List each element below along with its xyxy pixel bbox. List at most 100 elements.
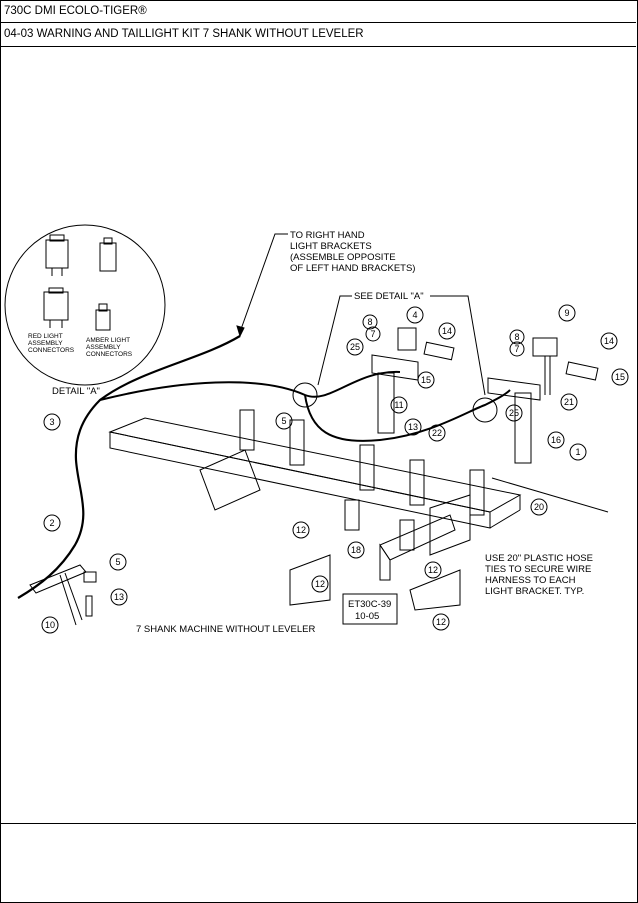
note-right-hand-3: (ASSEMBLE OPPOSITE: [290, 252, 396, 263]
connector-red-1: [45, 234, 69, 276]
footer-divider: [0, 823, 636, 824]
svg-text:12: 12: [436, 617, 446, 627]
connector-amber-1: [99, 237, 117, 272]
red-connector-label-3: CONNECTORS: [28, 347, 75, 354]
callout-22: [560, 393, 578, 411]
hose-note-3: HARNESS TO EACH: [485, 575, 576, 586]
svg-text:2: 2: [49, 518, 54, 528]
see-detail-a: SEE DETAIL "A": [354, 291, 424, 302]
svg-text:3: 3: [49, 417, 54, 427]
svg-text:8: 8: [367, 317, 372, 327]
callout-8-right: [509, 329, 525, 345]
connector-circle-left: [292, 382, 318, 408]
callout-13-left: [110, 588, 128, 606]
main-frame: [108, 417, 522, 556]
detail-a-caption: DETAIL "A": [52, 386, 100, 397]
connector-circle-right: [472, 397, 498, 423]
svg-text:7: 7: [514, 344, 519, 354]
callout-9: [558, 304, 576, 322]
page-title: 04-03 WARNING AND TAILLIGHT KIT 7 SHANK …: [0, 23, 636, 47]
svg-text:12: 12: [428, 565, 438, 575]
callout-group: 3 2 5 13 10 5 8 7 25 4 14 15 11 13 22 8 …: [41, 304, 629, 634]
callout-16: [547, 431, 565, 449]
callout-3: [43, 413, 61, 431]
svg-text:8: 8: [514, 332, 519, 342]
callout-14-right: [600, 332, 618, 350]
svg-text:5: 5: [115, 557, 120, 567]
callout-2: [43, 514, 61, 532]
drawing-number: ET30C-39: [348, 599, 391, 610]
hose-note-1: USE 20" PLASTIC HOSE: [485, 553, 593, 564]
svg-text:15: 15: [421, 375, 431, 385]
svg-text:9: 9: [564, 308, 569, 318]
callout-20: [530, 498, 548, 516]
callout-15-right: [611, 368, 629, 386]
callout-12-d: [432, 613, 450, 631]
callout-1: [569, 443, 587, 461]
leader-arrow: [236, 325, 245, 338]
callout-18: [347, 541, 365, 559]
callout-13-mid: [404, 418, 422, 436]
callout-21: [428, 424, 446, 442]
svg-text:14: 14: [442, 326, 452, 336]
svg-text:25: 25: [509, 408, 519, 418]
svg-text:21: 21: [564, 397, 574, 407]
right-light-bracket: [487, 337, 599, 464]
svg-text:13: 13: [408, 422, 418, 432]
svg-text:15: 15: [615, 372, 625, 382]
callout-10: [41, 616, 59, 634]
callout-5: [275, 412, 293, 430]
shank-arms: [289, 514, 461, 611]
svg-text:22: 22: [432, 428, 442, 438]
left-taillight-bar: [29, 564, 97, 626]
connector-red-2: [43, 287, 69, 328]
callout-7-right: [509, 341, 525, 357]
callout-12-a: [292, 521, 310, 539]
note-right-hand-4: OF LEFT HAND BRACKETS): [290, 263, 415, 274]
detail-leader-right: [430, 295, 486, 396]
hose-note-4: LIGHT BRACKET. TYP.: [485, 586, 584, 597]
svg-text:20: 20: [534, 502, 544, 512]
detail-leader-left: [317, 295, 352, 386]
callout-12-b: [311, 575, 329, 593]
amber-connector-label-1: AMBER LIGHT: [86, 337, 130, 344]
right-hand-leader: [239, 233, 288, 333]
amber-connector-label-3: CONNECTORS: [86, 351, 133, 358]
red-connector-label-2: ASSEMBLY: [28, 340, 63, 347]
svg-text:16: 16: [551, 435, 561, 445]
amber-connector-label-2: ASSEMBLY: [86, 344, 121, 351]
left-light-bracket: [371, 327, 455, 434]
callout-25-left: [346, 338, 364, 356]
wire-harness-main: [17, 335, 241, 599]
callout-25-right: [505, 404, 523, 422]
svg-text:25: 25: [350, 342, 360, 352]
svg-text:14: 14: [604, 336, 614, 346]
callout-15-left: [417, 371, 435, 389]
detail-a-circle: [4, 224, 166, 386]
svg-text:5: 5: [281, 416, 286, 426]
svg-text:11: 11: [394, 400, 403, 410]
machine-caption: 7 SHANK MACHINE WITHOUT LEVELER: [136, 624, 315, 635]
callout-7-left: [365, 326, 381, 342]
callout-12-c: [424, 561, 442, 579]
note-right-hand-2: LIGHT BRACKETS: [290, 241, 372, 252]
callout-6: [109, 553, 127, 571]
callout-4: [406, 306, 424, 324]
callout-14-left: [438, 322, 456, 340]
shank-brackets: [239, 409, 485, 551]
note-right-hand-1: TO RIGHT HAND: [290, 230, 365, 241]
svg-text:1: 1: [575, 447, 580, 457]
hose-tie: [491, 477, 609, 513]
callout-11: [390, 396, 408, 414]
svg-text:13: 13: [114, 592, 124, 602]
svg-text:12: 12: [315, 579, 325, 589]
svg-text:10: 10: [45, 620, 55, 630]
drawing-number-box: [342, 593, 398, 625]
svg-text:12: 12: [296, 525, 306, 535]
hose-note-2: TIES TO SECURE WIRE: [485, 564, 591, 575]
svg-text:7: 7: [370, 329, 375, 339]
connector-amber-2: [95, 303, 111, 331]
red-connector-label-1: RED LIGHT: [28, 333, 63, 340]
drawing-date: 10-05: [355, 611, 379, 622]
